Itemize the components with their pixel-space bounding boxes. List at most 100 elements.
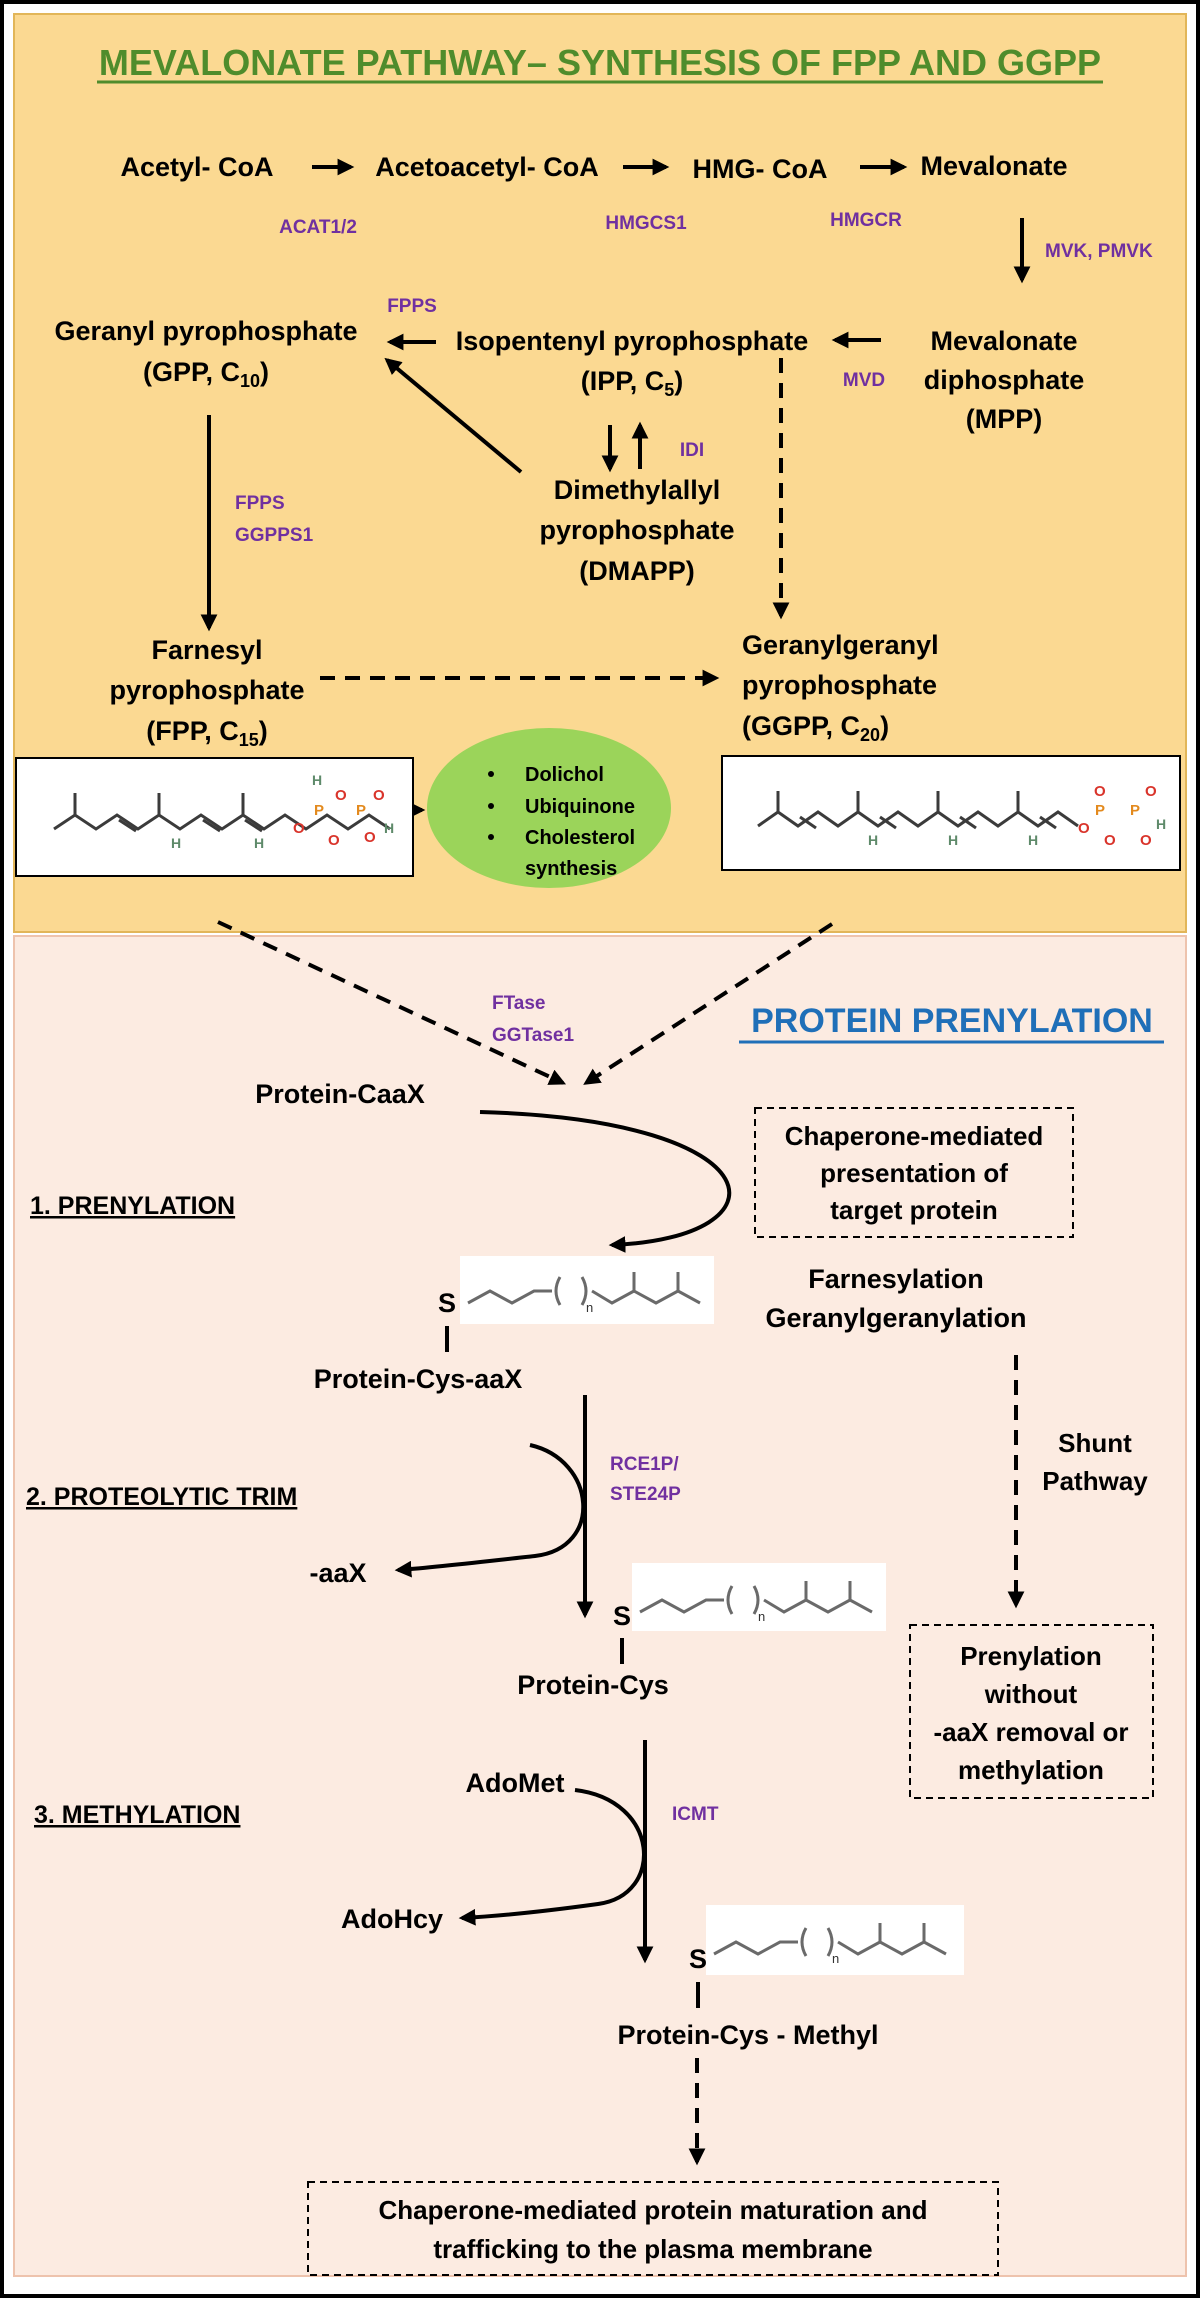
fpp-atom-o4: O — [373, 787, 385, 804]
acetyl-coa: Acetyl- CoA — [120, 152, 273, 182]
mevalonate-title: MEVALONATE PATHWAY– SYNTHESIS OF FPP AND… — [99, 42, 1101, 83]
product-synthesis: synthesis — [525, 858, 617, 880]
fpp-structure: H H O P O H O P O O H — [15, 757, 414, 877]
fpp-line-1: Farnesyl — [151, 635, 262, 665]
ggpp-atom-p2: P — [1130, 802, 1140, 819]
sulfur-3: S — [689, 1944, 707, 1974]
prenyl-chain-2-n: n — [758, 1609, 765, 1624]
fpp-atom-h4: H — [384, 820, 394, 836]
gpp-name: Geranyl pyrophosphate — [54, 316, 357, 346]
protein-cys-methyl: Protein-Cys - Methyl — [617, 2020, 878, 2050]
protein-cys: Protein-Cys — [517, 1670, 669, 1700]
product-ubiquinone: Ubiquinone — [525, 796, 635, 818]
shunt-line-2: Pathway — [1042, 1466, 1148, 1496]
step-3-methylation: 3. METHYLATION — [34, 1801, 240, 1829]
hmg-coa: HMG- CoA — [693, 154, 828, 184]
fpp-atom-o2: O — [335, 787, 347, 804]
enzyme-ste: STE24P — [610, 1484, 681, 1505]
chaperone-box-line-3: target protein — [830, 1195, 998, 1225]
mevalonate-node: Mevalonate — [920, 151, 1067, 181]
mpp-line-1: Mevalonate — [930, 326, 1077, 356]
bullet-cholesterol — [488, 834, 494, 840]
fpp-skeleton — [53, 793, 391, 833]
ggpp-atom-h2: H — [948, 832, 958, 848]
fpp-atom-o3: O — [328, 832, 340, 849]
enzyme-idi: IDI — [680, 440, 704, 461]
products-ellipse — [427, 728, 671, 888]
prenylation-panel — [13, 935, 1187, 2277]
ggpp-structure-box — [721, 755, 1181, 871]
bullet-ubiquinone — [488, 803, 494, 809]
ggpp-structure: H H H O P O O P O O H — [721, 755, 1181, 871]
fpp-atom-o1: O — [293, 820, 305, 837]
ggpp-atom-o1: O — [1078, 820, 1090, 837]
dmapp-line-1: Dimethylallyl — [554, 475, 721, 505]
shunt-box-line-3: -aaX removal or — [933, 1717, 1128, 1747]
ggpp-atom-h3: H — [1028, 832, 1038, 848]
chaperone-presentation-box — [754, 1107, 1074, 1238]
shunt-result-box — [909, 1624, 1154, 1799]
farnesylation-label: Farnesylation — [808, 1264, 984, 1294]
ggpp-atom-p1: P — [1095, 802, 1105, 819]
dmapp-line-3: (DMAPP) — [579, 556, 695, 586]
mpp-line-2: diphosphate — [924, 365, 1085, 395]
enzyme-rce: RCE1P/ — [610, 1454, 679, 1475]
geranylgeranylation-label: Geranylgeranylation — [765, 1303, 1026, 1333]
shunt-box-line-1: Prenylation — [960, 1641, 1102, 1671]
ipp-abbr: (IPP, C5) — [581, 366, 684, 400]
enzyme-mvd: MVD — [843, 370, 885, 391]
acetoacetyl-coa: Acetoacetyl- CoA — [375, 152, 599, 182]
maturation-line-2: trafficking to the plasma membrane — [433, 2234, 872, 2264]
ggpp-line-2: pyrophosphate — [742, 670, 937, 700]
enzyme-hmgcs: HMGCS1 — [605, 213, 687, 234]
enzyme-icmt: ICMT — [672, 1804, 719, 1825]
fpp-structure-box — [15, 757, 414, 877]
dmapp-line-2: pyrophosphate — [539, 515, 734, 545]
prenyl-chain-3-bg — [706, 1905, 964, 1975]
prenyl-chain-1-n: n — [586, 1300, 593, 1315]
prenyl-chain-3-n: n — [832, 1951, 839, 1966]
enzyme-ggtase: GGTase1 — [492, 1025, 574, 1046]
fpp-line-2: pyrophosphate — [109, 675, 304, 705]
prenyl-chain-3: n — [706, 1905, 964, 1975]
enzyme-ftase: FTase — [492, 993, 546, 1014]
protein-caax: Protein-CaaX — [255, 1079, 425, 1109]
ggpp-atom-h4: H — [1156, 816, 1166, 832]
step-1-prenylation: 1. PRENYLATION — [30, 1192, 235, 1220]
maturation-box — [307, 2181, 999, 2276]
shunt-line-1: Shunt — [1058, 1428, 1132, 1458]
maturation-line-1: Chaperone-mediated protein maturation an… — [379, 2195, 928, 2225]
arrow-prenylation-curve — [479, 1110, 732, 1253]
fpp-atom-p1: P — [314, 802, 324, 819]
chaperone-box-line-1: Chaperone-mediated — [785, 1121, 1044, 1151]
step-2-proteolytic-trim: 2. PROTEOLYTIC TRIM — [26, 1483, 297, 1511]
chaperone-box-line-2: presentation of — [820, 1158, 1008, 1188]
enzyme-mvk: MVK, PMVK — [1045, 241, 1153, 262]
shunt-box-line-4: methylation — [958, 1755, 1104, 1785]
fpp-atom-h1: H — [171, 835, 181, 851]
enzyme-hmgcr: HMGCR — [830, 210, 902, 231]
arrow-adomet-to-adohcy — [458, 1788, 646, 1926]
prenyl-chain-1: n — [460, 1256, 714, 1324]
ggpp-atom-o3: O — [1104, 832, 1116, 849]
enzyme-acat: ACAT1/2 — [279, 217, 357, 238]
ggpp-abbr: (GGPP, C20) — [742, 711, 889, 745]
mpp-line-3: (MPP) — [966, 404, 1043, 434]
protein-cys-aax: Protein-Cys-aaX — [314, 1364, 523, 1394]
ggpp-atom-o5: O — [1140, 832, 1152, 849]
enzyme-ggpps: GGPPS1 — [235, 525, 314, 546]
arrow-dmapp-to-gpp — [384, 357, 523, 474]
adohcy-label: AdoHcy — [341, 1904, 443, 1934]
product-dolichol: Dolichol — [525, 764, 604, 786]
fpp-atom-h2: H — [254, 835, 264, 851]
fpp-atom-p2: P — [356, 802, 366, 819]
ggpp-atom-h1: H — [868, 832, 878, 848]
enzyme-fpps: FPPS — [235, 493, 285, 514]
ggpp-line-1: Geranylgeranyl — [742, 630, 939, 660]
ipp-name: Isopentenyl pyrophosphate — [456, 326, 809, 356]
prenylation-title: PROTEIN PRENYLATION — [751, 1002, 1153, 1040]
ggpp-atom-o4: O — [1145, 783, 1157, 800]
sulfur-2: S — [613, 1601, 631, 1631]
arrow-fpp-to-protein — [217, 920, 567, 1085]
adomet-label: AdoMet — [466, 1768, 565, 1798]
